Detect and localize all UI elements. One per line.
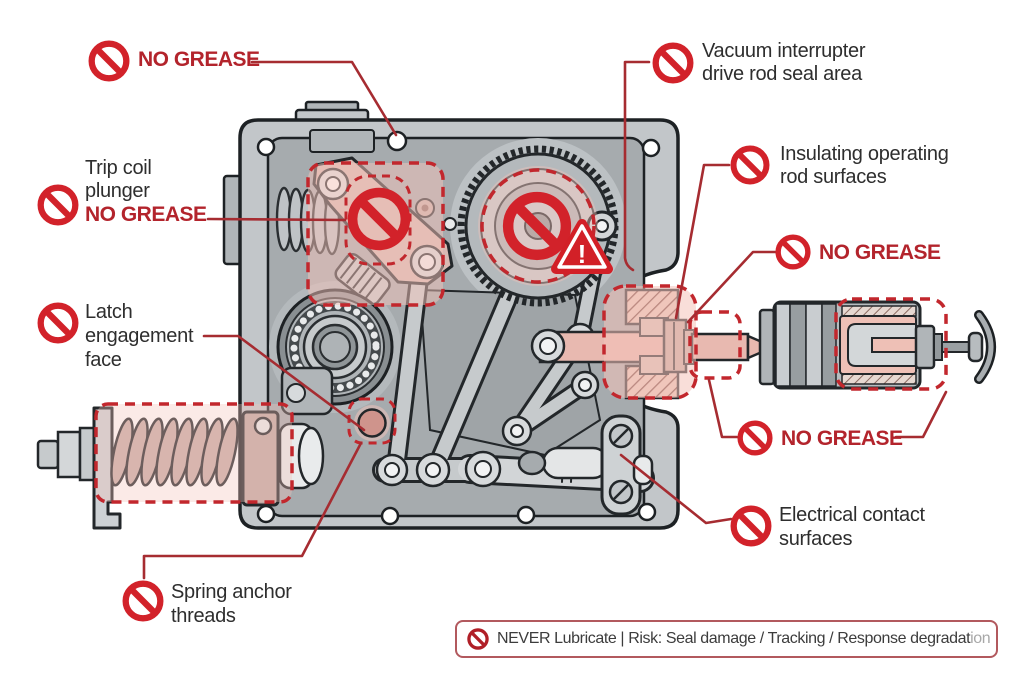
footer-warning-bar: NEVER Lubricate | Risk: Seal damage / Tr… bbox=[455, 620, 998, 658]
closing-spring-assembly bbox=[36, 406, 325, 530]
label-trip-coil-plunger: Trip coil plunger NO GREASE bbox=[36, 155, 226, 235]
insulating-line1: Insulating operating bbox=[780, 143, 949, 165]
label-latch-engagement-face: Latch engagement face bbox=[36, 298, 216, 378]
trip-coil-line3: NO GREASE bbox=[85, 203, 207, 226]
label-insulating-rod: Insulating operating rod surfaces bbox=[730, 143, 970, 203]
insulating-line2: rod surfaces bbox=[780, 166, 887, 188]
label-no-grease-right-upper: NO GREASE bbox=[775, 234, 955, 272]
no-grease-text: NO GREASE bbox=[138, 48, 260, 71]
leader-lines bbox=[142, 60, 948, 580]
leader-insulating bbox=[674, 163, 731, 320]
no-grease-icon bbox=[775, 234, 811, 270]
spring-anchor-line1: Spring anchor bbox=[171, 581, 292, 603]
footer-main-text: NEVER Lubricate | Risk: Seal damage / Tr… bbox=[497, 630, 971, 647]
footer-fade-text: ion bbox=[970, 630, 991, 647]
warning-exclamation: ! bbox=[578, 239, 587, 269]
zone-seal-area bbox=[602, 284, 698, 400]
label-no-grease-top: NO GREASE bbox=[88, 40, 288, 84]
leader-electrical bbox=[619, 453, 733, 525]
zone-spring bbox=[94, 402, 294, 504]
trip-coil-line1: Trip coil bbox=[85, 157, 152, 179]
label-spring-anchor-threads: Spring anchor threads bbox=[122, 578, 322, 638]
zone-interrupter-contacts bbox=[834, 297, 948, 391]
closing-spring-coils bbox=[110, 417, 239, 487]
zone-latch bbox=[347, 397, 397, 445]
vacuum-line1: Vacuum interrupter bbox=[702, 40, 866, 62]
mount-hole bbox=[286, 383, 306, 403]
spring-anchor-line2: threads bbox=[171, 605, 236, 627]
housing-bolt-holes bbox=[256, 130, 661, 526]
no-grease-zones bbox=[94, 161, 948, 504]
no-grease-icon bbox=[730, 145, 770, 185]
zone-rod bbox=[688, 310, 742, 380]
no-grease-icon bbox=[122, 580, 164, 622]
leader-latch bbox=[202, 334, 366, 432]
label-no-grease-right-lower: NO GREASE bbox=[737, 420, 917, 458]
leader-no-grease-top bbox=[250, 60, 398, 137]
electrical-contact-assembly bbox=[517, 414, 654, 516]
leader-no-grease-lower-left bbox=[707, 378, 739, 439]
no-grease-icon bbox=[88, 40, 130, 82]
latch-line2: engagement bbox=[85, 325, 194, 347]
no-lubricate-icon bbox=[467, 628, 489, 650]
no-grease-icon bbox=[37, 302, 79, 344]
latch-line1: Latch bbox=[85, 301, 133, 323]
electrical-line2: surfaces bbox=[779, 528, 853, 550]
leader-no-grease-upper bbox=[686, 250, 779, 324]
vacuum-line2: drive rod seal area bbox=[702, 63, 862, 85]
leader-spring-anchor bbox=[142, 441, 363, 580]
electrical-line1: Electrical contact bbox=[779, 504, 925, 526]
no-grease-icon bbox=[737, 420, 773, 456]
latch-line3: face bbox=[85, 349, 122, 371]
latch-face bbox=[354, 405, 390, 441]
no-grease-icon bbox=[37, 184, 79, 226]
leader-no-grease-lower-right bbox=[894, 390, 948, 439]
no-grease-icon bbox=[652, 42, 694, 84]
footer-warning-text: NEVER Lubricate | Risk: Seal damage / Tr… bbox=[497, 630, 991, 648]
vacuum-interrupter bbox=[758, 300, 996, 390]
leader-trip-coil bbox=[206, 217, 347, 222]
trip-coil-line2: plunger bbox=[85, 180, 150, 202]
no-grease-icon bbox=[730, 505, 772, 547]
no-grease-text: NO GREASE bbox=[819, 241, 941, 264]
no-grease-text: NO GREASE bbox=[781, 427, 903, 450]
leader-vacuum bbox=[623, 60, 651, 272]
zone-gear-hub bbox=[480, 168, 596, 284]
label-electrical-contact: Electrical contact surfaces bbox=[730, 503, 950, 563]
label-vacuum-interrupter: Vacuum interrupter drive rod seal area bbox=[652, 40, 882, 100]
housing-vent bbox=[309, 129, 375, 153]
warning-triangle: ! bbox=[551, 219, 613, 274]
zone-trip-plunger bbox=[306, 161, 445, 307]
